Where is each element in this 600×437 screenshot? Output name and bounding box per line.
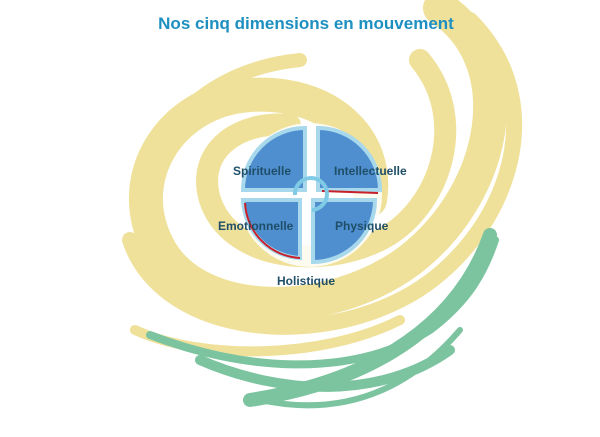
- center-ring: [292, 176, 329, 212]
- label-intellectuelle: Intellectuelle: [334, 164, 407, 178]
- quadrant-physique: [311, 198, 378, 265]
- quadrant-spirituelle: [240, 125, 307, 192]
- label-emotionnelle: Emotionnelle: [218, 219, 294, 233]
- page-title: Nos cinq dimensions en mouvement: [158, 14, 454, 33]
- green-strokes: [146, 228, 499, 409]
- label-spirituelle: Spirituelle: [233, 164, 292, 178]
- label-physique: Physique: [335, 219, 389, 233]
- quadrant-intellectuelle: [316, 125, 383, 192]
- label-holistique: Holistique: [277, 274, 336, 288]
